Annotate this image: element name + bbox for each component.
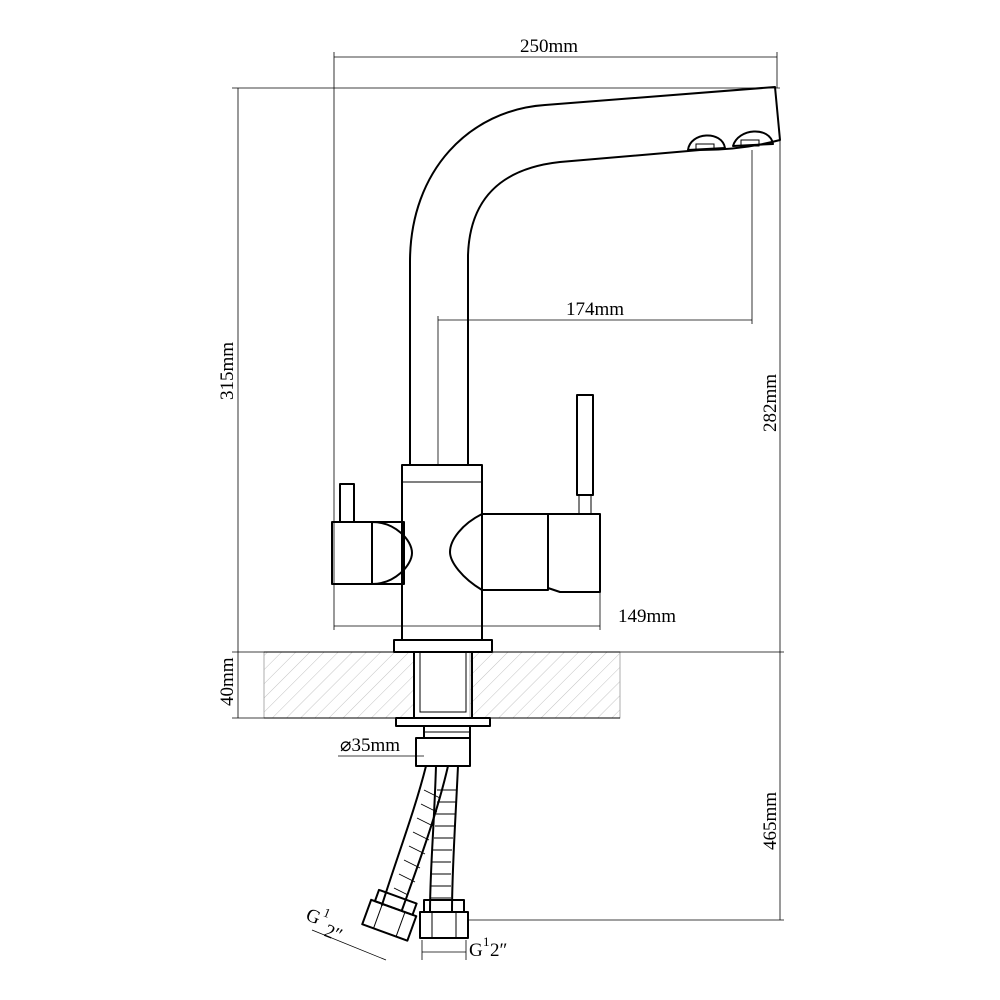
spout bbox=[409, 86, 781, 466]
svg-text:G: G bbox=[303, 905, 324, 930]
thread-label-right: G 1 2″ bbox=[469, 934, 507, 961]
counter-thickness-label: 40mm bbox=[217, 657, 238, 706]
thread-label-left: G 1 2″ bbox=[303, 905, 345, 947]
hose-length-label: 465mm bbox=[760, 792, 781, 850]
svg-text:1: 1 bbox=[483, 934, 490, 949]
width-label: 250mm bbox=[520, 36, 578, 57]
hole-diameter-label: ⌀35mm bbox=[340, 735, 400, 756]
faucet-body bbox=[331, 394, 601, 641]
svg-text:1: 1 bbox=[321, 905, 333, 921]
reach-label: 174mm bbox=[566, 299, 624, 320]
base-width-label: 149mm bbox=[618, 606, 676, 627]
total-height-label: 315mm bbox=[217, 342, 238, 400]
svg-text:G: G bbox=[469, 940, 483, 961]
spout-height-label: 282mm bbox=[760, 374, 781, 432]
svg-text:2″: 2″ bbox=[321, 921, 345, 947]
mounting-assembly bbox=[393, 639, 493, 767]
supply-hoses bbox=[361, 765, 469, 942]
svg-text:2″: 2″ bbox=[490, 940, 507, 961]
countertop bbox=[263, 651, 621, 719]
dimension-lines bbox=[232, 52, 784, 961]
